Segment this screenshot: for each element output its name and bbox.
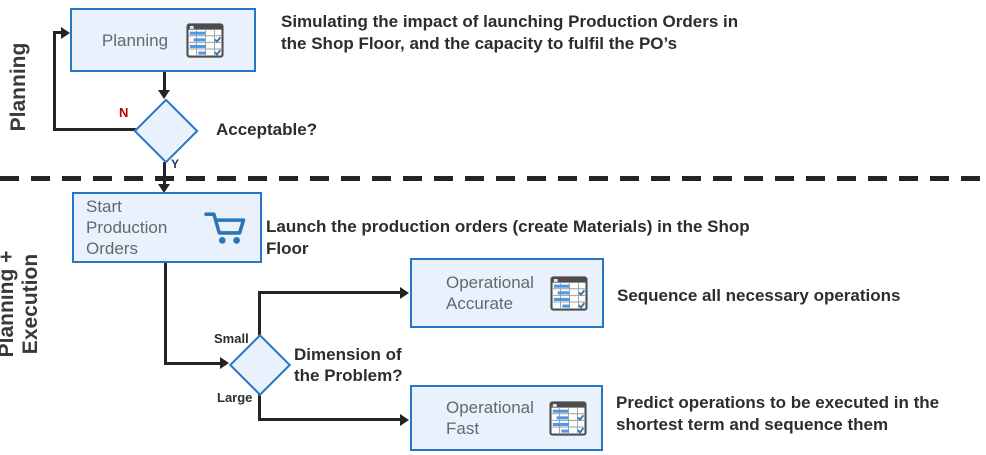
decision-dimension-label: Dimension of the Problem? xyxy=(294,345,403,385)
shopping-cart-icon xyxy=(203,211,245,244)
connector-no-loop-vertical xyxy=(53,31,56,131)
caption-planning: Simulating the impact of launching Produ… xyxy=(281,12,739,53)
connector-small-horizontal xyxy=(258,291,401,294)
branch-label-no: N xyxy=(119,105,129,120)
connector-acceptable-to-start xyxy=(163,162,166,185)
gantt-table-icon xyxy=(186,22,224,58)
connector-start-to-dimension xyxy=(164,362,221,365)
branch-label-yes: Y xyxy=(171,157,180,171)
lane-label-planning: Planning xyxy=(7,42,30,132)
decision-acceptable xyxy=(133,98,199,164)
caption-start-orders: Launch the production orders (create Mat… xyxy=(266,217,750,258)
connector-large-vertical xyxy=(258,394,261,421)
arrowhead-right-op-accurate xyxy=(400,287,409,299)
node-planning-label: Planning xyxy=(101,30,169,50)
connector-planning-to-acceptable xyxy=(163,72,166,91)
node-operational-fast: Operational Fast xyxy=(410,385,603,451)
arrowhead-right-dimension xyxy=(220,357,229,369)
caption-op-accurate: Sequence all necessary operations xyxy=(617,286,901,305)
gantt-table-icon xyxy=(550,275,588,311)
connector-no-loop-bottom xyxy=(53,128,140,131)
node-op-fast-label: Operational Fast xyxy=(446,398,534,438)
arrowhead-right-planning xyxy=(61,27,70,39)
node-operational-accurate: Operational Accurate xyxy=(410,258,604,328)
connector-large-horizontal xyxy=(258,418,401,421)
lane-divider-dashed-line xyxy=(0,176,986,181)
connector-start-down xyxy=(164,262,167,365)
node-planning: Planning xyxy=(70,8,256,72)
connector-small-vertical xyxy=(258,291,261,337)
arrowhead-down-start-orders xyxy=(158,184,170,193)
caption-op-fast: Predict operations to be executed in the… xyxy=(616,393,940,434)
node-start-production-orders: Start Production Orders xyxy=(72,192,262,263)
decision-acceptable-label: Acceptable? xyxy=(216,120,318,139)
arrowhead-right-op-fast xyxy=(400,414,409,426)
lane-label-planning-execution: Planning + Execution xyxy=(0,251,42,358)
branch-label-small: Small xyxy=(214,331,249,346)
node-op-accurate-label: Operational Accurate xyxy=(446,273,534,313)
branch-label-large: Large xyxy=(217,390,253,405)
node-start-orders-label: Start Production Orders xyxy=(86,197,168,258)
gantt-table-icon xyxy=(549,400,587,436)
connector-no-loop-top xyxy=(53,31,63,34)
arrowhead-down-acceptable xyxy=(158,90,170,99)
